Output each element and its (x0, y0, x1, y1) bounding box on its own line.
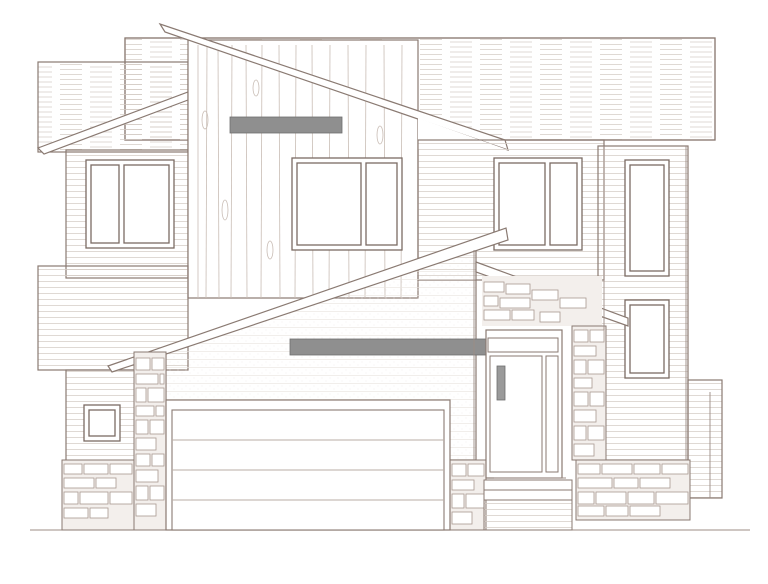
garage-door (165, 399, 451, 531)
upper-accent-band (229, 116, 343, 134)
upper-window-right (493, 157, 583, 251)
tall-window-upper (624, 159, 670, 277)
trim-lines (473, 146, 711, 498)
stone-right-base (575, 459, 691, 521)
stone-left-column (133, 351, 167, 531)
upper-window-left (85, 159, 175, 249)
stone-left-base (61, 459, 135, 531)
garage-roof (107, 227, 509, 373)
entry-door (485, 329, 566, 479)
stone-center-column (449, 459, 487, 531)
upper-window-center (291, 157, 403, 251)
door-sidelight-lamp (496, 365, 506, 401)
stone-entry-upper (482, 276, 602, 326)
entry-steps (483, 479, 573, 531)
lower-accent-band (289, 338, 499, 356)
stone-entry-right (571, 325, 607, 461)
small-window (83, 404, 121, 442)
tall-window-lower (624, 299, 670, 379)
